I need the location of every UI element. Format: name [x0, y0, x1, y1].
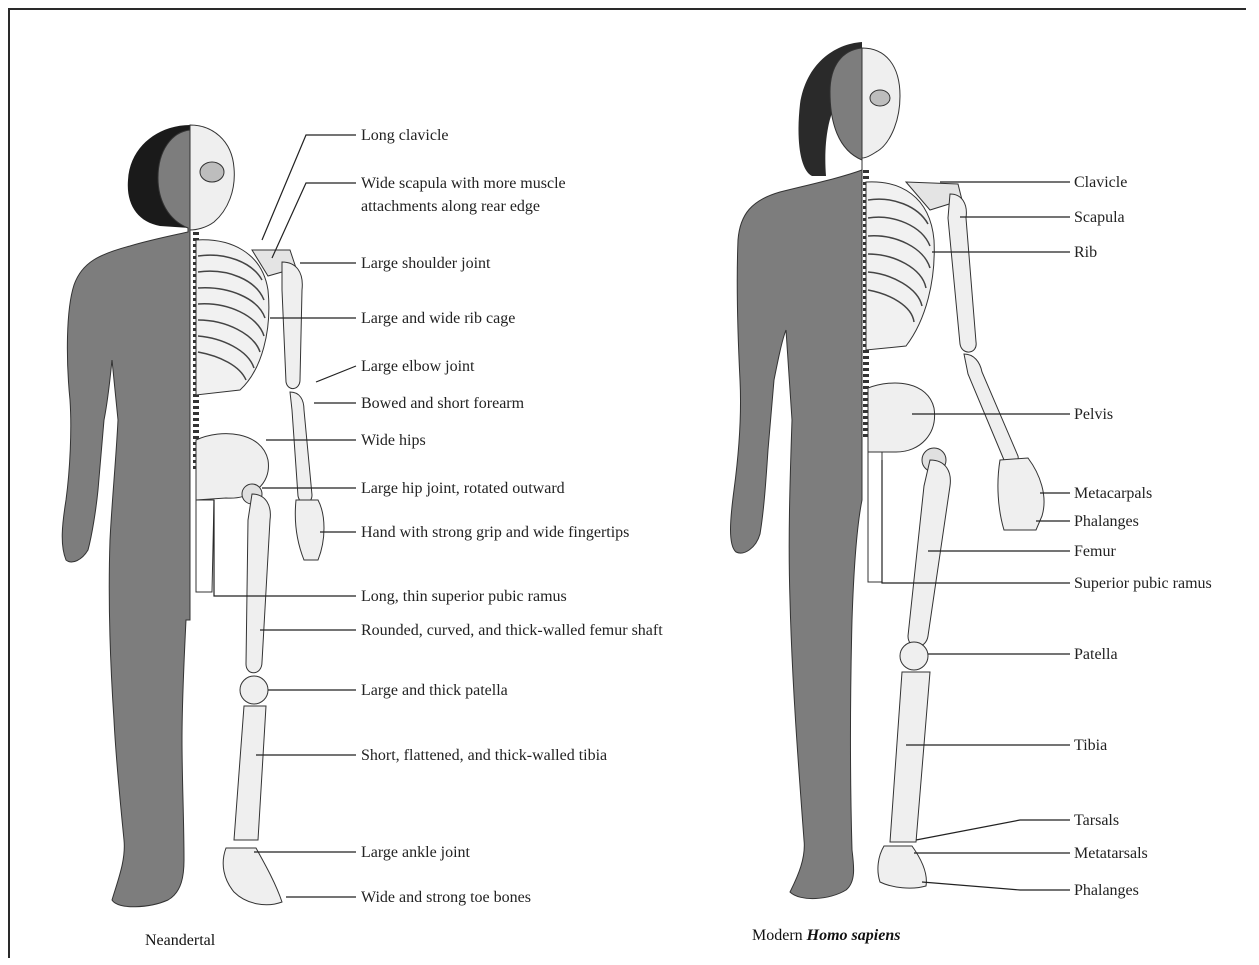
label-pelvis: Pelvis	[1074, 403, 1113, 426]
neandertal-hand-bones	[295, 500, 324, 560]
label-large-shoulder-joint: Large shoulder joint	[361, 252, 490, 275]
neandertal-eye-socket	[200, 162, 224, 182]
neandertal-figure	[62, 125, 324, 907]
label-long-clavicle: Long clavicle	[361, 124, 449, 147]
neandertal-humerus	[282, 262, 302, 389]
modern-foot-bones	[878, 846, 926, 888]
modern-patella	[900, 642, 928, 670]
label-bowed-short-forearm: Bowed and short forearm	[361, 392, 524, 415]
label-metatarsals: Metatarsals	[1074, 842, 1148, 865]
caption-species-name: Homo sapiens	[807, 927, 901, 944]
neandertal-foot-bones	[223, 848, 282, 905]
label-rib: Rib	[1074, 241, 1097, 264]
neandertal-ribcage	[196, 240, 269, 395]
label-superior-pubic-ramus: Long, thin superior pubic ramus	[361, 585, 567, 608]
modern-femur	[908, 460, 950, 647]
label-large-elbow-joint: Large elbow joint	[361, 355, 474, 378]
neandertal-femur	[246, 494, 270, 673]
label-metacarpals: Metacarpals	[1074, 482, 1152, 505]
caption-modern-homo-sapiens: Modern Homo sapiens	[752, 927, 900, 945]
caption-neandertal: Neandertal	[145, 932, 215, 950]
modern-humerus	[948, 194, 976, 352]
label-clavicle: Clavicle	[1074, 171, 1127, 194]
label-large-ankle-joint: Large ankle joint	[361, 841, 470, 864]
label-phalanges-hand: Phalanges	[1074, 510, 1139, 533]
modern-body-skin	[731, 48, 863, 899]
label-hand-strong-grip: Hand with strong grip and wide fingertip…	[361, 521, 641, 544]
neandertal-patella	[240, 676, 268, 704]
label-tibia-neandertal: Short, flattened, and thick-walled tibia	[361, 744, 661, 767]
label-wide-hips: Wide hips	[361, 429, 426, 452]
label-superior-pubic-ramus-modern: Superior pubic ramus	[1074, 572, 1224, 595]
modern-ribcage	[866, 182, 934, 350]
caption-modern-prefix: Modern	[752, 927, 807, 944]
label-large-thick-patella: Large and thick patella	[361, 679, 508, 702]
neandertal-body-skin	[62, 130, 190, 907]
modern-human-figure	[731, 42, 1045, 899]
label-tibia: Tibia	[1074, 734, 1107, 757]
modern-hand-bones	[998, 458, 1044, 530]
modern-pelvis	[868, 383, 935, 452]
label-large-hip-joint: Large hip joint, rotated outward	[361, 477, 565, 500]
label-wide-scapula: Wide scapula with more muscle attachment…	[361, 172, 631, 218]
label-femur-shaft: Rounded, curved, and thick-walled femur …	[361, 619, 671, 642]
label-phalanges-foot: Phalanges	[1074, 879, 1139, 902]
label-tarsals: Tarsals	[1074, 809, 1119, 832]
label-large-wide-rib-cage: Large and wide rib cage	[361, 307, 515, 330]
label-patella: Patella	[1074, 643, 1118, 666]
label-scapula: Scapula	[1074, 206, 1125, 229]
label-toe-bones: Wide and strong toe bones	[361, 886, 531, 909]
label-femur: Femur	[1074, 540, 1116, 563]
